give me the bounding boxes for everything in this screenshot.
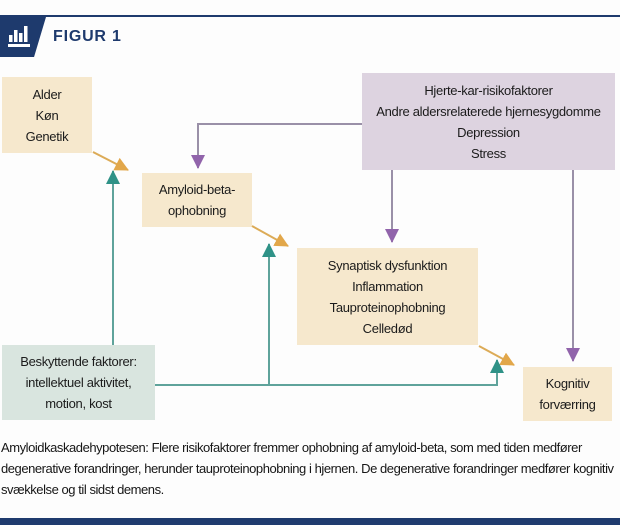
arrow-synaptisk-to-kognitiv bbox=[478, 345, 515, 366]
box-synaptisk-dysfunktion: Synaptisk dysfunktion Inflammation Taupr… bbox=[297, 248, 478, 345]
figure-caption: Amyloidkaskadehypotesen: Flere risikofak… bbox=[1, 440, 614, 497]
box-line: Depression bbox=[457, 124, 520, 140]
box-alder-kon-genetik: Alder Køn Genetik bbox=[2, 77, 92, 153]
box-line: intellektuel aktivitet, bbox=[25, 375, 132, 390]
box-line: Beskyttende faktorer: bbox=[20, 354, 137, 369]
figure-badge bbox=[0, 17, 46, 57]
arrow-alder-to-amyloid bbox=[92, 151, 129, 171]
footer-rule bbox=[0, 518, 620, 525]
header-top-rule bbox=[0, 15, 620, 17]
arrow-hjerte-to-amyloid bbox=[191, 123, 362, 169]
box-hjerte-kar-risikofaktorer: Hjerte-kar-risikofaktorer Andre aldersre… bbox=[362, 73, 615, 170]
figure-label: FIGUR 1 bbox=[53, 28, 122, 45]
box-line: Genetik bbox=[25, 128, 69, 144]
box-line: Alder bbox=[32, 86, 62, 102]
box-beskyttende-faktorer: Beskyttende faktorer: intellektuel aktiv… bbox=[2, 345, 155, 420]
box-line: Kognitiv bbox=[545, 376, 590, 391]
box-line: Amyloid-beta- bbox=[158, 182, 236, 197]
box-line: Synaptisk dysfunktion bbox=[327, 257, 448, 273]
box-line: Hjerte-kar-risikofaktorer bbox=[424, 82, 553, 98]
box-kognitiv-forvaerring: Kognitiv forværring bbox=[523, 367, 612, 421]
bar-chart-icon bbox=[8, 26, 30, 47]
arrow-beskyttende-to-kognitiv bbox=[155, 359, 504, 386]
box-line: Tauproteinophobning bbox=[329, 299, 446, 315]
box-line: Andre aldersrelaterede hjernesygdomme bbox=[376, 103, 601, 119]
box-line: forværring bbox=[539, 397, 596, 412]
box-line: Køn bbox=[35, 107, 59, 123]
arrow-amyloid-to-synaptisk bbox=[251, 225, 289, 247]
box-line: Stress bbox=[470, 145, 507, 161]
box-line: Inflammation bbox=[352, 278, 423, 294]
box-line: Celledød bbox=[362, 320, 413, 336]
box-line: motion, kost bbox=[45, 396, 112, 411]
box-line: ophobning bbox=[167, 203, 227, 218]
box-amyloid-beta-ophobning: Amyloid-beta- ophobning bbox=[142, 173, 252, 227]
